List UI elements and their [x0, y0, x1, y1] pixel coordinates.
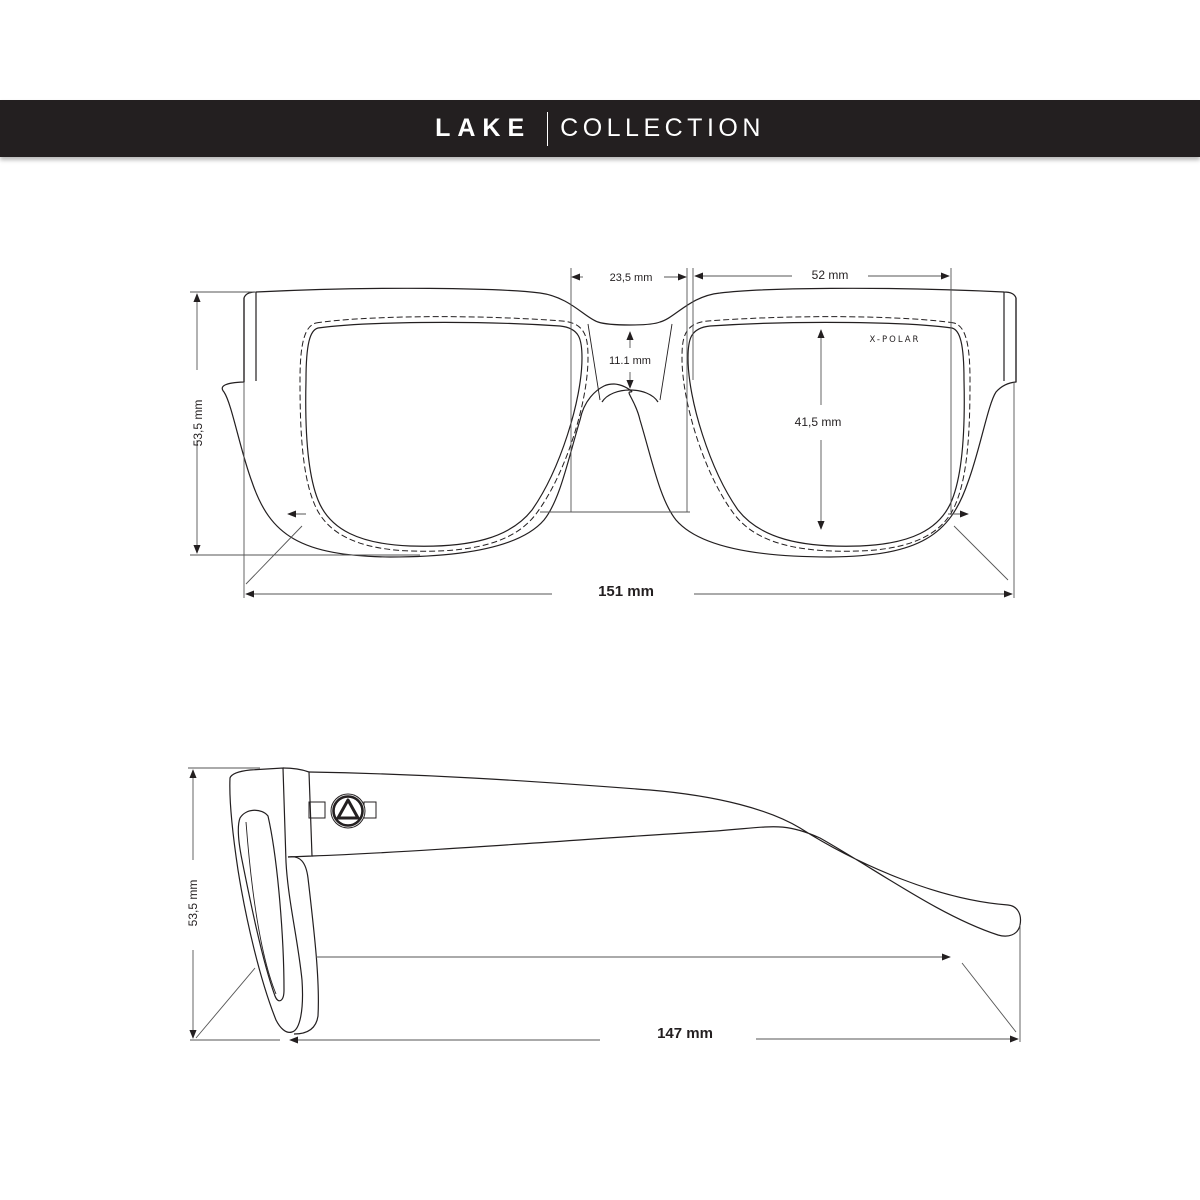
side-dimensions [188, 767, 1021, 1044]
lens-height-label: 41,5 mm [795, 415, 842, 429]
bridge-height-label: 11.1 mm [609, 355, 651, 367]
right-lens [687, 321, 965, 547]
front-dimensions [190, 268, 1015, 598]
brand-logo-icon [330, 793, 366, 829]
bridge-width-label: 23,5 mm [610, 272, 653, 284]
collection-header-bar: LAKE COLLECTION [0, 100, 1200, 157]
collection-label: COLLECTION [560, 114, 765, 142]
side-frame-height-label: 53,5 mm [186, 880, 200, 927]
header-divider [547, 111, 549, 146]
temple-length-label: 147 mm [657, 1025, 713, 1042]
side-frame-front [229, 767, 304, 1033]
total-width-label: 151 mm [598, 583, 654, 600]
side-view [229, 767, 1022, 1035]
lens-width-label: 52 mm [812, 268, 849, 282]
brand-name: LAKE [435, 114, 532, 142]
front-view [221, 287, 1017, 558]
left-lens [305, 321, 583, 547]
x-polar-mark: X-POLAR [870, 335, 921, 345]
front-frame-height-label: 53,5 mm [191, 400, 205, 447]
temple-arm [308, 771, 1022, 937]
header-title: LAKE COLLECTION [435, 100, 765, 157]
frame-outline [221, 287, 1017, 558]
